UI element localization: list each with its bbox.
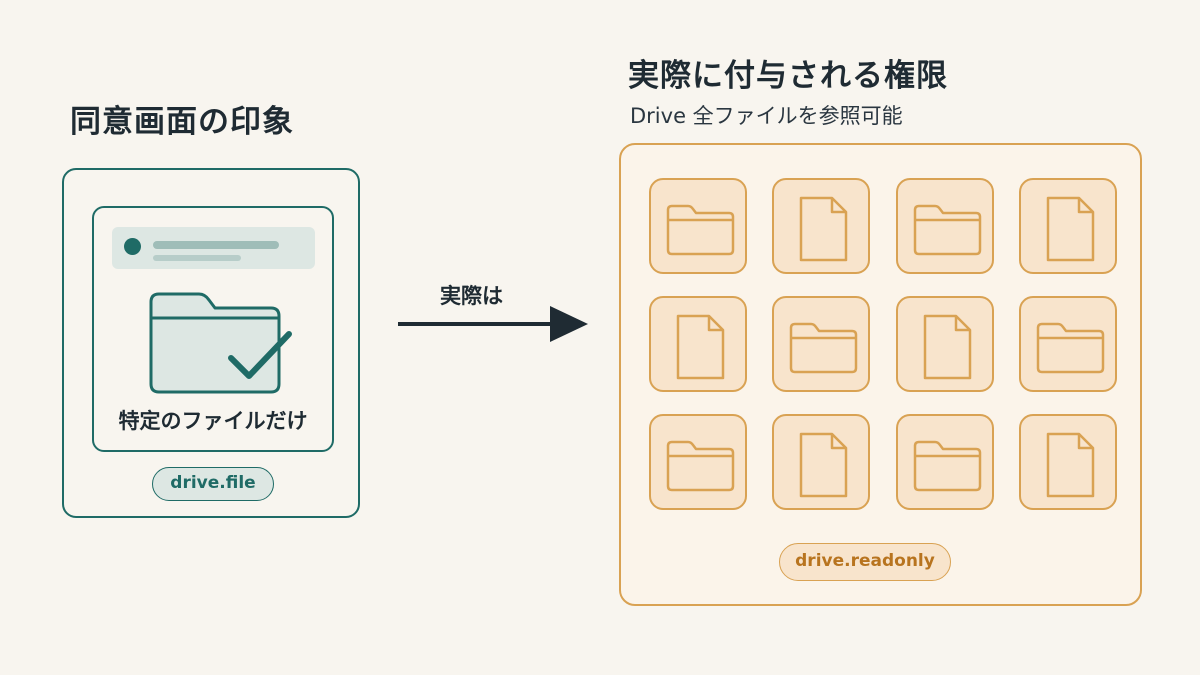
file-tile — [896, 296, 994, 392]
drive-readonly-scope-badge: drive.readonly — [779, 543, 951, 581]
file-tile — [1019, 178, 1117, 274]
folder-tile — [896, 414, 994, 510]
granted-permission-subtitle: Drive 全ファイルを参照可能 — [630, 104, 903, 128]
file-tile — [1019, 414, 1117, 510]
header-subtext-placeholder — [153, 255, 241, 261]
granted-permission-title: 実際に付与される権限 — [628, 58, 948, 94]
folder-tile — [772, 296, 870, 392]
folder-tile — [649, 414, 747, 510]
header-text-placeholder — [153, 241, 279, 249]
file-tile — [772, 414, 870, 510]
file-tile — [649, 296, 747, 392]
actually-label: 実際は — [440, 284, 503, 308]
specific-files-caption: 特定のファイルだけ — [118, 409, 308, 433]
file-tile — [772, 178, 870, 274]
folder-tile — [649, 178, 747, 274]
folder-tile — [1019, 296, 1117, 392]
arrow-right-icon — [396, 304, 590, 352]
drive-file-scope-badge: drive.file — [152, 467, 274, 501]
consent-impression-title: 同意画面の印象 — [70, 104, 294, 140]
app-avatar-dot — [124, 238, 141, 255]
folder-tile — [896, 178, 994, 274]
folder-check-icon — [145, 288, 295, 402]
